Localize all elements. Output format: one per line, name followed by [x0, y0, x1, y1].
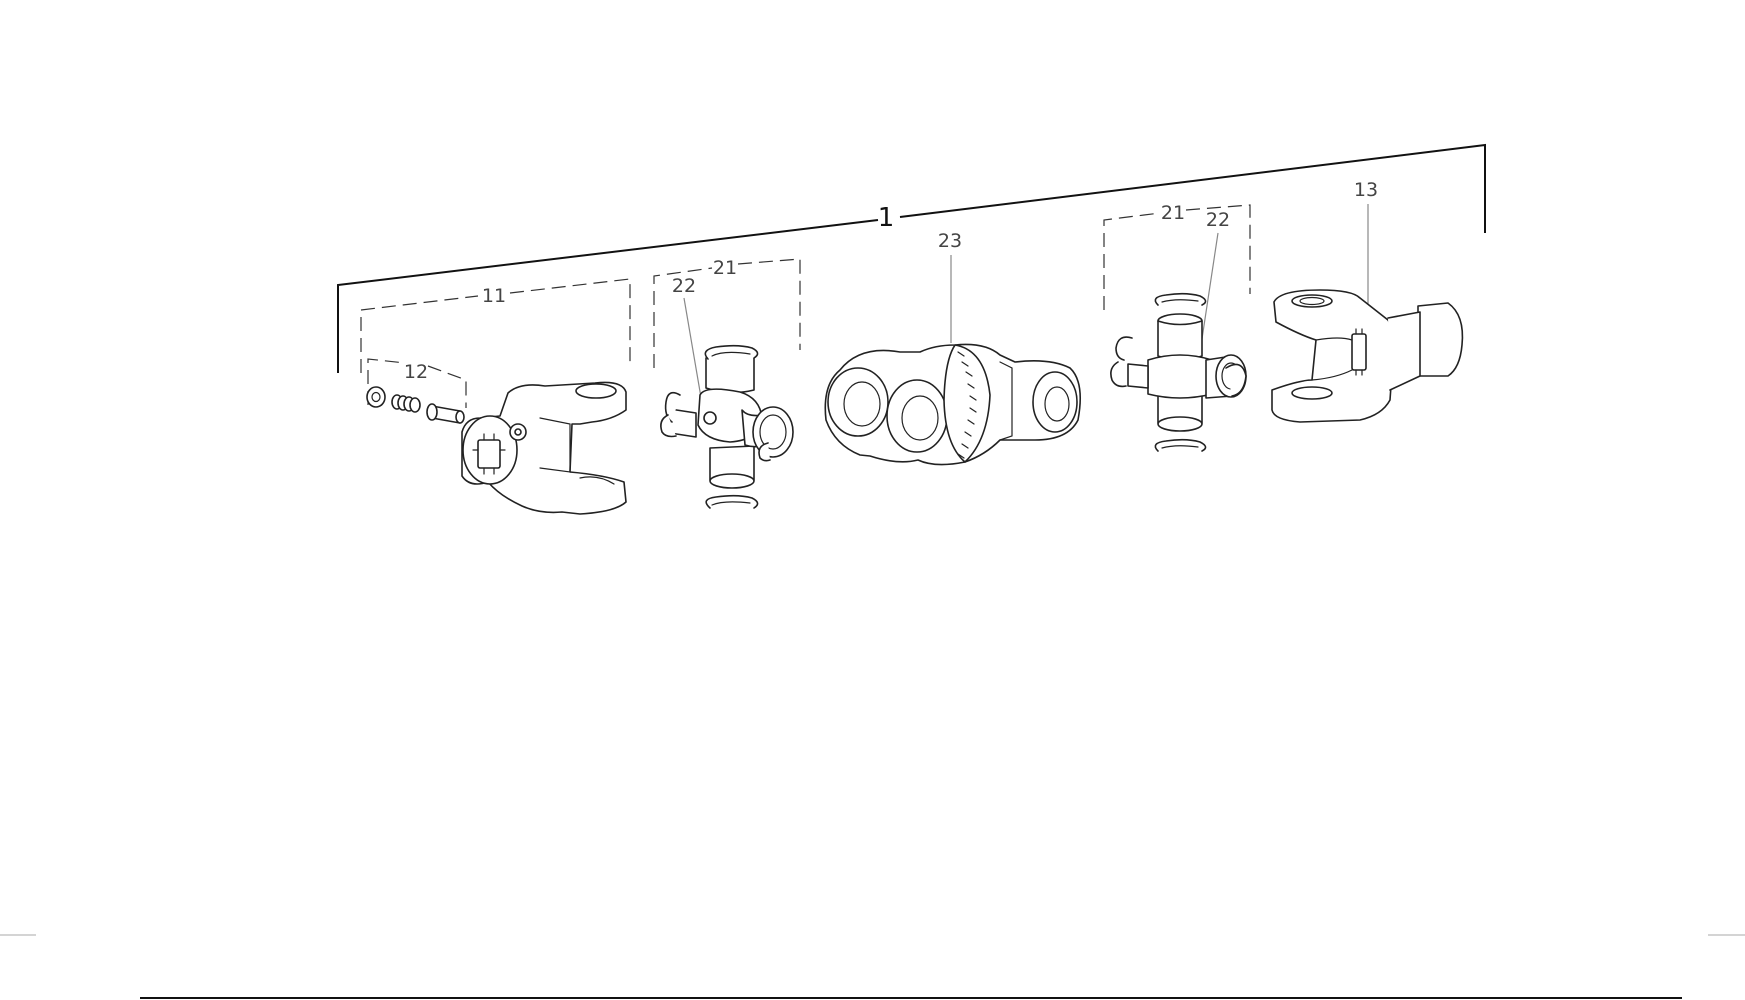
yoke-left: [461, 381, 627, 515]
spring: [391, 394, 421, 413]
callout-pin-kit: 12: [404, 361, 428, 383]
callout-assembly: 1: [878, 203, 895, 233]
circlip-left-side-b: [758, 442, 771, 462]
universal-cross-left: [669, 347, 794, 489]
callout-cross-kit-left: 21: [713, 257, 737, 279]
group-bracket-cross-kit-right: [1103, 204, 1251, 310]
callout-cross-left: 22: [672, 275, 696, 297]
group-bracket-cross-kit-left: [653, 258, 801, 368]
double-yoke: [824, 343, 1081, 466]
callout-cross-kit-right: 21: [1161, 202, 1185, 224]
leader-cross-right: [1199, 232, 1219, 353]
locking-pin: [426, 403, 465, 424]
circlip-right-side-b: [1225, 363, 1247, 397]
callout-yoke-left: 11: [482, 285, 506, 307]
callout-cross-right: 22: [1206, 209, 1230, 231]
assembly-bracket: [337, 143, 1486, 373]
circlip-right-top: [1154, 292, 1207, 306]
circlip-left-top: [704, 344, 759, 360]
callout-double-yoke: 23: [938, 230, 962, 252]
circlip-right-bottom: [1154, 438, 1207, 452]
group-bracket-yoke-left: [360, 278, 631, 373]
washer: [366, 386, 386, 408]
yoke-right: [1271, 289, 1464, 423]
group-bracket-pin-kit: [367, 358, 467, 408]
circlip-right-side-a: [1110, 336, 1133, 388]
circlip-left-side-a: [660, 391, 681, 438]
callout-yoke-right: 13: [1354, 179, 1378, 201]
circlip-left-bottom: [705, 494, 759, 509]
